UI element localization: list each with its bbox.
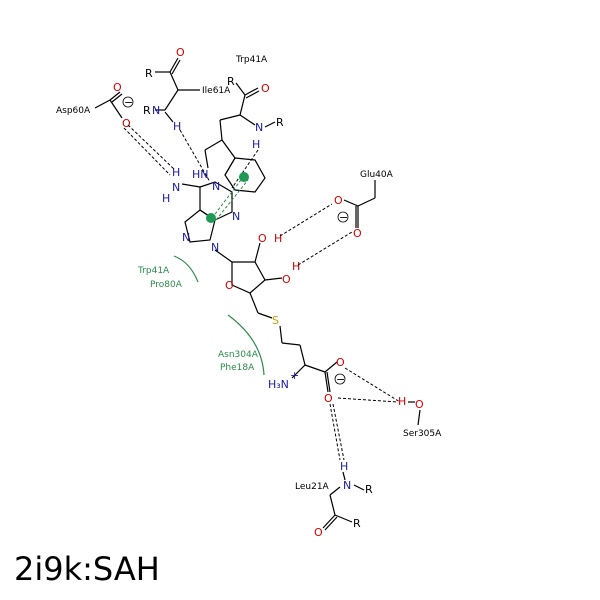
ile61-n-atom: N: [152, 104, 160, 117]
asp60-minus-sign: −: [124, 96, 133, 109]
ile61-o-atom: O: [176, 46, 185, 59]
hbond-ser305-o2: [337, 397, 399, 403]
leu21-o-atom: O: [314, 526, 323, 539]
ribose-h3-atom: H: [292, 260, 300, 273]
carboxylate-o1-atom: O: [336, 356, 345, 369]
hbond-ile61-n1: [179, 129, 211, 183]
trp41-r1-atom: R: [227, 75, 235, 88]
adenine-n1-atom: N: [212, 180, 220, 193]
asn304-phe18-arc: [227, 314, 265, 376]
glu40-residue: Glu40A O O −: [334, 170, 394, 240]
trp41-h-atom: H: [252, 138, 260, 151]
ile61-h-atom: H: [173, 120, 181, 133]
trp41-r2-atom: R: [276, 116, 284, 129]
adenine-amine-h1-atom: H: [172, 166, 180, 179]
ile61-label: Ile61A: [202, 86, 231, 96]
adenine-n9-atom: N: [211, 241, 219, 254]
amine-h3n-atom: H₃N: [268, 378, 289, 391]
glu40-label: Glu40A: [360, 170, 394, 180]
trp41-n-atom: N: [255, 121, 263, 134]
trp41-ring-centroid: [239, 172, 249, 182]
leu21-r2-atom: R: [353, 517, 361, 530]
page-title: 2i9k:SAH: [14, 550, 160, 588]
hbond-glu40-o3prime: [297, 231, 353, 266]
adenine-amine-h2-atom: H: [162, 192, 170, 205]
asp60-residue: Asp60A O O −: [56, 81, 134, 130]
ser305-residue: H O Ser305A: [398, 395, 442, 439]
asp60-o2-atom: O: [122, 117, 131, 130]
ile61-residue: R O N R H Ile61A: [143, 46, 231, 133]
asp60-label: Asp60A: [56, 106, 91, 116]
carboxylate-minus-sign: −: [336, 373, 345, 386]
trp41-top-label: Trp41A: [235, 55, 268, 65]
leu21-r1-atom: R: [365, 483, 373, 496]
leu21-n-atom: N: [343, 479, 351, 492]
hbond-trp41-n3: [231, 149, 259, 189]
carboxylate-o2-atom: O: [324, 392, 333, 405]
ribose-o3-atom: O: [282, 273, 291, 286]
ile61-r2-atom: R: [143, 104, 151, 117]
trp41-contact-label: Trp41A: [137, 266, 170, 276]
hbond-ser305-o1: [344, 367, 401, 403]
hydrogen-bonds: [123, 124, 401, 461]
asp60-o1-atom: O: [113, 81, 122, 94]
ribose-h2-atom: H: [274, 232, 282, 245]
glu40-o2-atom: O: [353, 227, 362, 240]
hbond-asp60-amine: [127, 124, 176, 171]
trp41-pro80-arc: [173, 255, 199, 283]
leu21-residue: H N R Leu21A R O: [295, 460, 373, 539]
hydrophobic-contacts: Trp41A Pro80A Asn304A Phe18A: [137, 255, 265, 376]
asn304-label: Asn304A: [218, 350, 259, 360]
ser305-o-atom: O: [415, 398, 424, 411]
ser305-h-atom: H: [398, 395, 406, 408]
adenine-n3-atom: N: [232, 210, 240, 223]
ribose-o-atom: O: [225, 279, 234, 292]
amine-plus-sign: +: [290, 369, 299, 382]
hbond-glu40-o2prime: [279, 203, 333, 237]
glu40-minus-sign: −: [339, 211, 348, 224]
sah-ligand: N N N N N H H O O H O H S H₃N +: [162, 166, 346, 405]
hbond-leu21-o: [329, 403, 341, 461]
adenine-n7-atom: N: [182, 231, 190, 244]
leu21-label: Leu21A: [295, 482, 330, 492]
adenine-amine-n-atom: N: [172, 181, 180, 194]
pro80-label: Pro80A: [150, 280, 183, 290]
ser305-label: Ser305A: [403, 429, 442, 439]
trp41-residue: Trp41A R O N R H HN: [192, 55, 284, 193]
adenine-ring-centroid: [206, 213, 216, 223]
pi-stacking: [206, 172, 249, 223]
leu21-h-atom: H: [340, 460, 348, 473]
ile61-r1-atom: R: [145, 67, 153, 80]
glu40-o1-atom: O: [334, 194, 343, 207]
ribose-o2-atom: O: [258, 232, 267, 245]
sulfur-atom: S: [272, 314, 279, 327]
trp41-o-atom: O: [261, 82, 270, 95]
phe18-label: Phe18A: [220, 363, 255, 373]
